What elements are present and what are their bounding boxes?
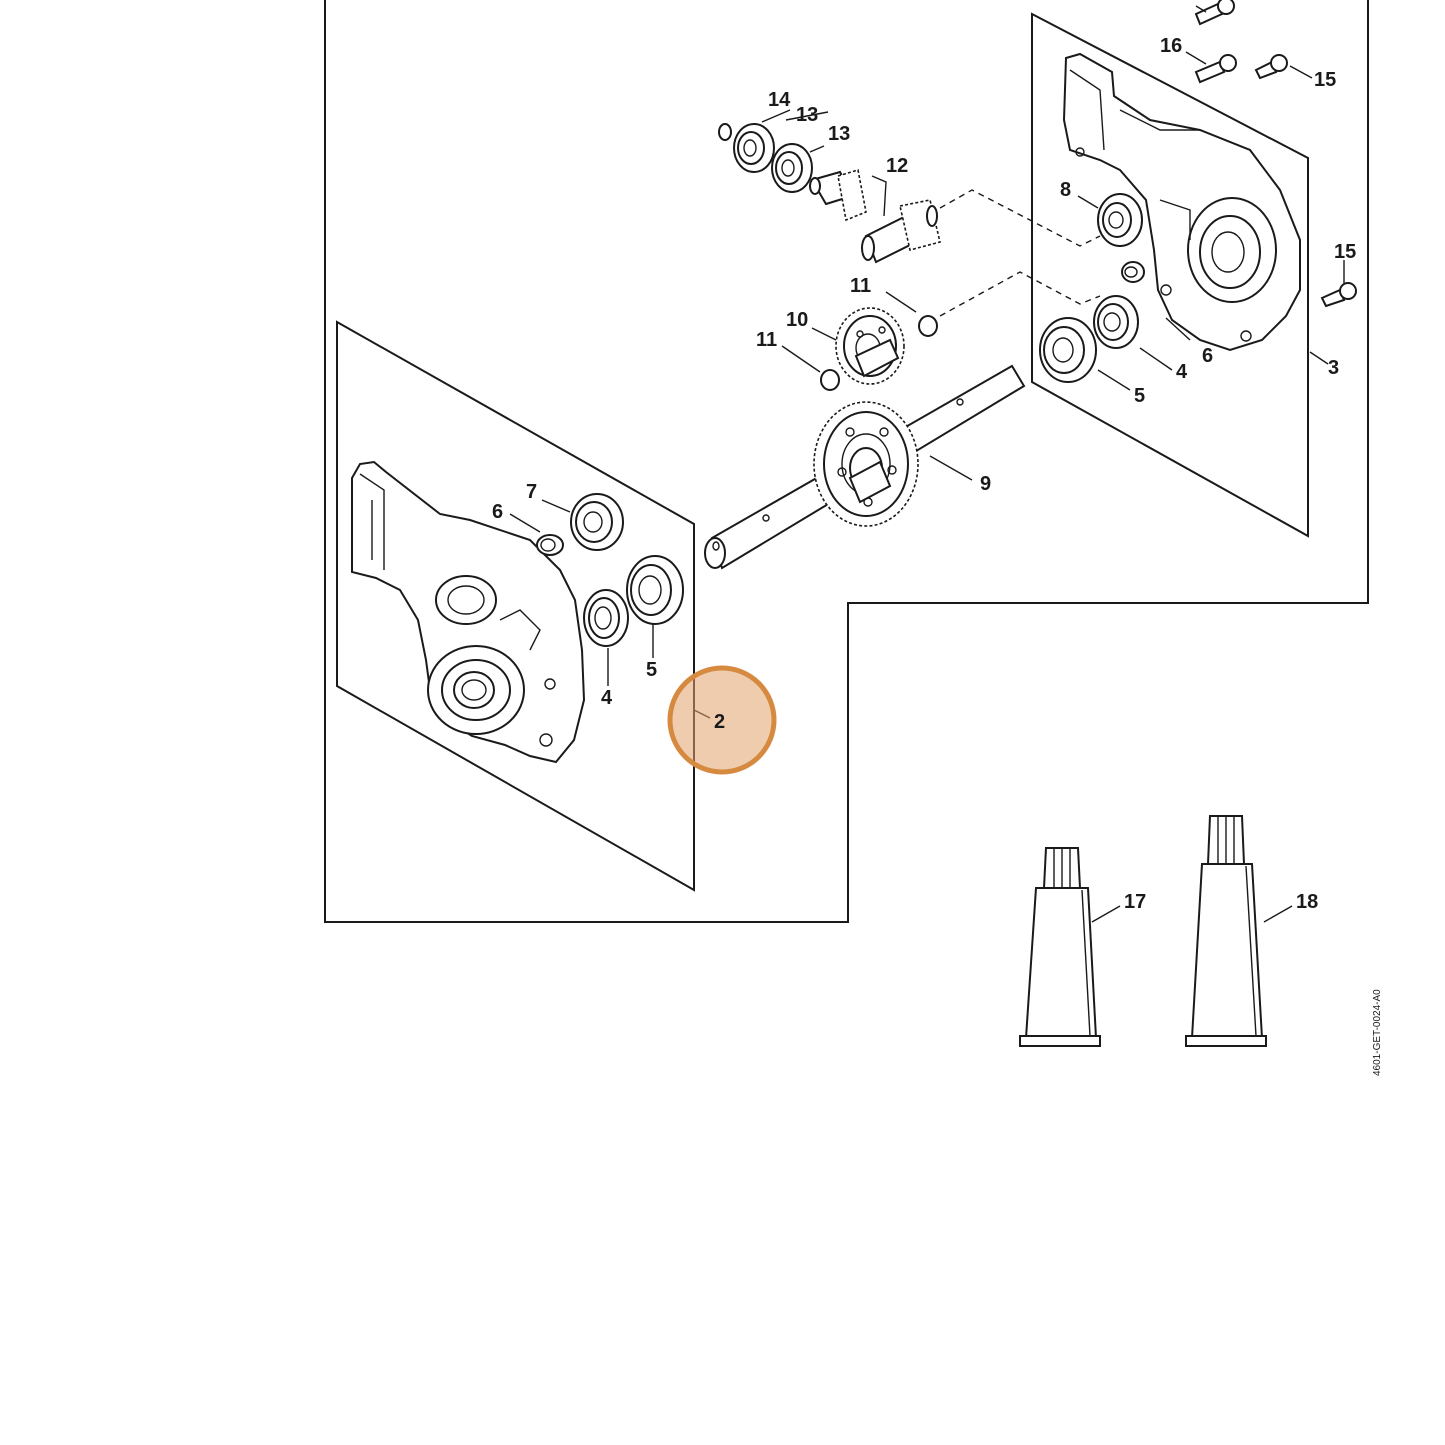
ball-bearing-13-b-icon <box>771 143 813 193</box>
guide-line-shaft <box>939 271 1101 317</box>
callout-18[interactable]: 18 <box>1296 891 1318 913</box>
housing-panel-right <box>1031 12 1309 538</box>
callout-2[interactable]: 2 <box>714 711 725 733</box>
ball-bearing-5-left-icon <box>626 555 684 625</box>
drive-shaft-icon <box>704 364 1026 570</box>
ball-bearing-5-right-icon <box>1039 317 1097 383</box>
callout-11-top[interactable]: 11 <box>850 275 871 297</box>
callout-11-left[interactable]: 11 <box>756 329 777 351</box>
callout-6-right[interactable]: 6 <box>1202 345 1213 367</box>
screw-16-icon <box>1194 54 1237 84</box>
screw-top-icon <box>1194 0 1235 26</box>
callout-7[interactable]: 7 <box>526 481 537 503</box>
leader-lines <box>509 5 1345 923</box>
circlip-icon <box>718 123 732 141</box>
callout-16[interactable]: 16 <box>1160 35 1182 57</box>
callout-15-top[interactable]: 15 <box>1314 69 1336 91</box>
callout-6-left[interactable]: 6 <box>492 501 503 523</box>
guide-line-pinion <box>939 189 1101 247</box>
screw-15-right-icon <box>1320 282 1357 308</box>
gear-housing-right-icon <box>1062 52 1301 352</box>
grease-tube-17-icon <box>1019 847 1101 1047</box>
washer-11-right-icon <box>918 315 938 337</box>
selected-part-highlight[interactable] <box>667 665 777 775</box>
ball-bearing-7-icon <box>570 493 624 551</box>
needle-bearing-right-icon <box>1121 261 1145 283</box>
callout-13-right[interactable]: 13 <box>828 123 850 145</box>
callout-4-left[interactable]: 4 <box>601 687 613 709</box>
ball-bearing-4-right-icon <box>1093 295 1139 349</box>
ball-bearing-4-left-icon <box>583 589 629 647</box>
callout-15-right[interactable]: 15 <box>1334 241 1356 263</box>
gear-housing-left-icon <box>351 460 586 764</box>
ball-bearing-13-a-icon <box>733 123 775 173</box>
callout-12[interactable]: 12 <box>886 155 908 177</box>
ball-bearing-8-icon <box>1097 193 1143 247</box>
needle-bearing-icon <box>536 534 564 556</box>
bevel-pinion-icon <box>809 168 941 264</box>
housing-panel-left <box>336 320 695 892</box>
assembly-frame <box>324 0 1369 923</box>
callout-8[interactable]: 8 <box>1060 179 1071 201</box>
screw-15-top-icon <box>1254 54 1288 80</box>
callout-9[interactable]: 9 <box>980 473 991 495</box>
grease-tube-18-icon <box>1185 815 1267 1047</box>
drawing-code: 4601-GET-0024-A0 <box>1372 989 1383 1076</box>
washer-11-left-icon <box>820 369 840 391</box>
callout-5-right[interactable]: 5 <box>1134 385 1145 407</box>
callout-10[interactable]: 10 <box>786 309 808 331</box>
callout-5-left[interactable]: 5 <box>646 659 657 681</box>
callout-3[interactable]: 3 <box>1328 357 1339 379</box>
intermediate-gear-icon <box>835 307 905 385</box>
callout-17[interactable]: 17 <box>1124 891 1146 913</box>
callout-14[interactable]: 14 <box>768 89 791 111</box>
callout-4-right[interactable]: 4 <box>1176 361 1188 383</box>
callout-13-top[interactable]: 13 <box>796 104 818 126</box>
